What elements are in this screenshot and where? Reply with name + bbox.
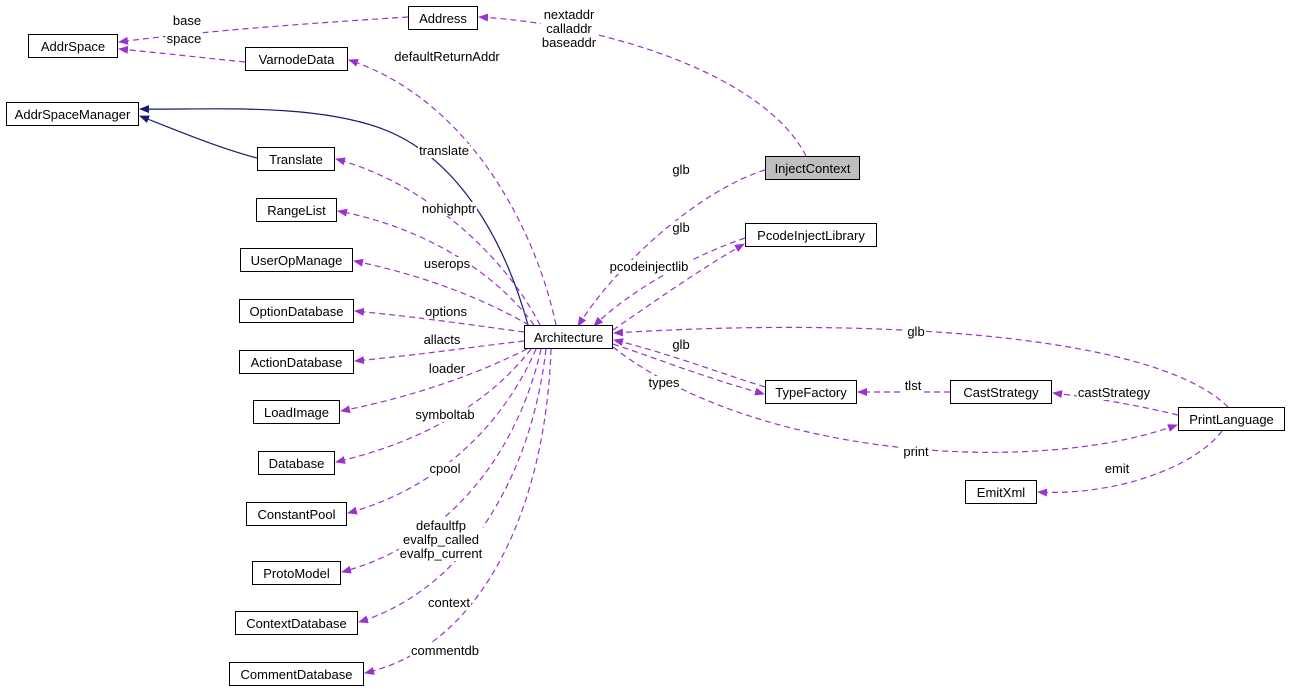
- node-label: UserOpManage: [250, 252, 343, 268]
- node-addrspacemanager[interactable]: AddrSpaceManager: [6, 102, 139, 126]
- node-commentdatabase[interactable]: CommentDatabase: [229, 662, 364, 686]
- edge-architecture-protomodel: [341, 348, 542, 574]
- node-useropmanage[interactable]: UserOpManage: [240, 248, 353, 272]
- edge-architecture-commentdatabase: [364, 348, 552, 675]
- edge-architecture-rangelist: [337, 208, 535, 326]
- node-label: CastStrategy: [963, 384, 1039, 400]
- node-label: ContextDatabase: [246, 615, 347, 631]
- edge-architecture-typefactory: [612, 343, 765, 396]
- edge-pcodeinjectlibrary-architecture: [593, 237, 746, 327]
- node-label: Translate: [269, 151, 323, 167]
- edge-architecture-pcodeinjectlibrary: [612, 243, 745, 331]
- node-rangelist[interactable]: RangeList: [256, 198, 337, 222]
- edge-architecture-varnodedata: [348, 59, 557, 326]
- node-label: InjectContext: [774, 160, 851, 176]
- node-label: PrintLanguage: [1189, 411, 1274, 427]
- node-label: OptionDatabase: [249, 303, 344, 319]
- node-label: VarnodeData: [258, 51, 335, 67]
- node-label: ActionDatabase: [250, 354, 343, 370]
- edge-architecture-useropmanage: [353, 258, 530, 326]
- node-constantpool[interactable]: ConstantPool: [246, 502, 347, 526]
- node-address[interactable]: Address: [408, 6, 478, 30]
- node-label: Address: [419, 10, 467, 26]
- edge-varnodedata-addrspace: [118, 45, 246, 63]
- node-label: TypeFactory: [775, 384, 847, 400]
- node-printlanguage[interactable]: PrintLanguage: [1178, 407, 1285, 431]
- edge-architecture-printlanguage: [612, 346, 1178, 453]
- edge-architecture-optiondatabase: [354, 307, 525, 333]
- edge-architecture-addrspacemanager: [139, 105, 529, 326]
- node-typefactory[interactable]: TypeFactory: [765, 380, 857, 404]
- node-label: ConstantPool: [257, 506, 336, 522]
- node-varnodedata[interactable]: VarnodeData: [245, 47, 348, 71]
- node-label: ProtoModel: [263, 565, 330, 581]
- node-addrspace[interactable]: AddrSpace: [28, 34, 118, 58]
- node-optiondatabase[interactable]: OptionDatabase: [239, 299, 354, 323]
- node-database[interactable]: Database: [258, 451, 335, 475]
- edge-architecture-translate: [335, 157, 541, 326]
- node-injectcontext[interactable]: InjectContext: [765, 156, 860, 180]
- edge-injectcontext-address: [478, 13, 807, 157]
- node-label: CommentDatabase: [240, 666, 353, 682]
- edge-printlanguage-caststrategy: [1052, 390, 1179, 416]
- edge-address-addrspace: [118, 16, 409, 45]
- node-loadimage[interactable]: LoadImage: [253, 400, 340, 424]
- node-pcodeinjectlibrary[interactable]: PcodeInjectLibrary: [745, 223, 877, 247]
- node-actiondatabase[interactable]: ActionDatabase: [239, 350, 354, 374]
- node-translate[interactable]: Translate: [257, 147, 335, 171]
- node-label: Architecture: [533, 329, 604, 345]
- node-label: LoadImage: [263, 404, 330, 420]
- edge-printlanguage-architecture: [613, 326, 1229, 408]
- edge-printlanguage-emitxml: [1037, 430, 1223, 497]
- node-label: AddrSpaceManager: [14, 106, 131, 122]
- node-protomodel[interactable]: ProtoModel: [252, 561, 341, 585]
- edge-architecture-contextdatabase: [358, 348, 547, 624]
- node-label: Database: [268, 455, 325, 471]
- edge-injectcontext-architecture: [577, 169, 766, 327]
- node-emitxml[interactable]: EmitXml: [965, 480, 1037, 504]
- node-label: PcodeInjectLibrary: [757, 227, 865, 243]
- node-label: AddrSpace: [40, 38, 106, 54]
- node-architecture[interactable]: Architecture: [524, 325, 613, 349]
- edge-typefactory-architecture: [613, 338, 766, 388]
- node-caststrategy[interactable]: CastStrategy: [950, 380, 1052, 404]
- node-contextdatabase[interactable]: ContextDatabase: [235, 611, 358, 635]
- node-label: RangeList: [267, 202, 326, 218]
- node-label: EmitXml: [976, 484, 1026, 500]
- edge-architecture-loadimage: [340, 348, 528, 414]
- edge-architecture-actiondatabase: [354, 340, 525, 365]
- edge-architecture-constantpool: [347, 348, 537, 515]
- edge-translate-addrspacemanager: [139, 115, 258, 159]
